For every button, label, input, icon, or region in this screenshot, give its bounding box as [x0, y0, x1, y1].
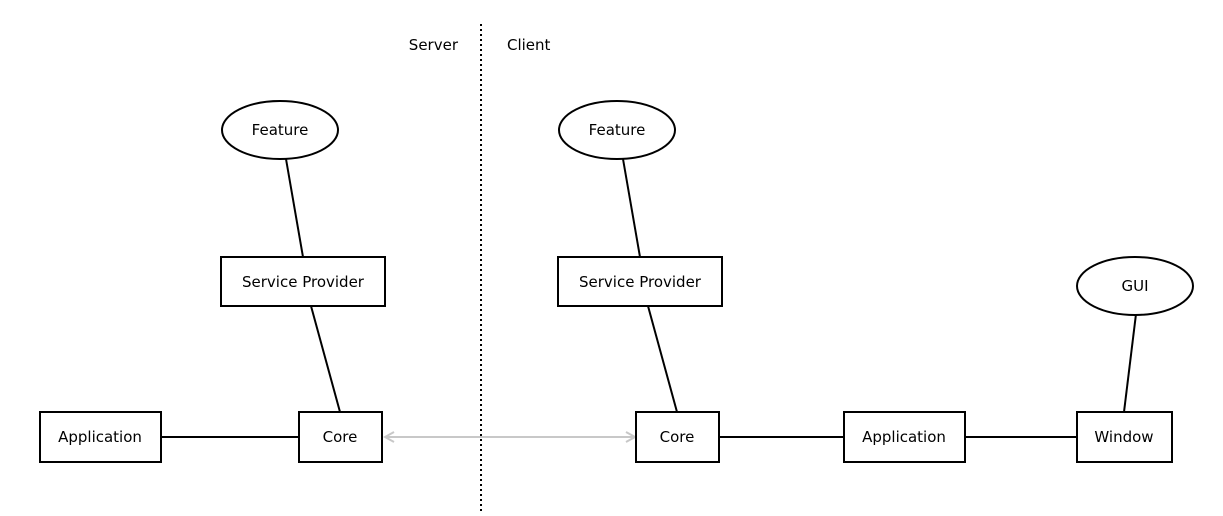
edge-client-provider-core	[647, 305, 678, 413]
client-application-node[interactable]: Application	[843, 411, 966, 463]
server-core-label: Core	[323, 428, 358, 446]
client-window-node[interactable]: Window	[1076, 411, 1173, 463]
server-application-node[interactable]: Application	[39, 411, 162, 463]
server-application-label: Application	[58, 428, 142, 446]
client-gui-node[interactable]: GUI	[1076, 256, 1194, 316]
server-service-provider-label: Service Provider	[242, 273, 365, 291]
server-core-node[interactable]: Core	[298, 411, 383, 463]
client-window-label: Window	[1094, 428, 1153, 446]
client-feature-label: Feature	[589, 121, 646, 139]
server-section-label: Server	[409, 36, 459, 54]
edge-server-provider-core	[310, 305, 341, 413]
server-service-provider-node[interactable]: Service Provider	[220, 256, 386, 307]
client-core-node[interactable]: Core	[635, 411, 720, 463]
server-feature-node[interactable]: Feature	[221, 100, 339, 160]
edge-server-feature-provider	[285, 158, 304, 258]
client-feature-node[interactable]: Feature	[558, 100, 676, 160]
edge-client-feature-provider	[622, 158, 641, 258]
client-service-provider-node[interactable]: Service Provider	[557, 256, 723, 307]
client-application-label: Application	[862, 428, 946, 446]
client-core-label: Core	[660, 428, 695, 446]
client-gui-label: GUI	[1121, 277, 1148, 295]
client-section-label: Client	[507, 36, 551, 54]
server-feature-label: Feature	[252, 121, 309, 139]
client-service-provider-label: Service Provider	[579, 273, 702, 291]
edge-client-gui-window	[1123, 313, 1137, 413]
